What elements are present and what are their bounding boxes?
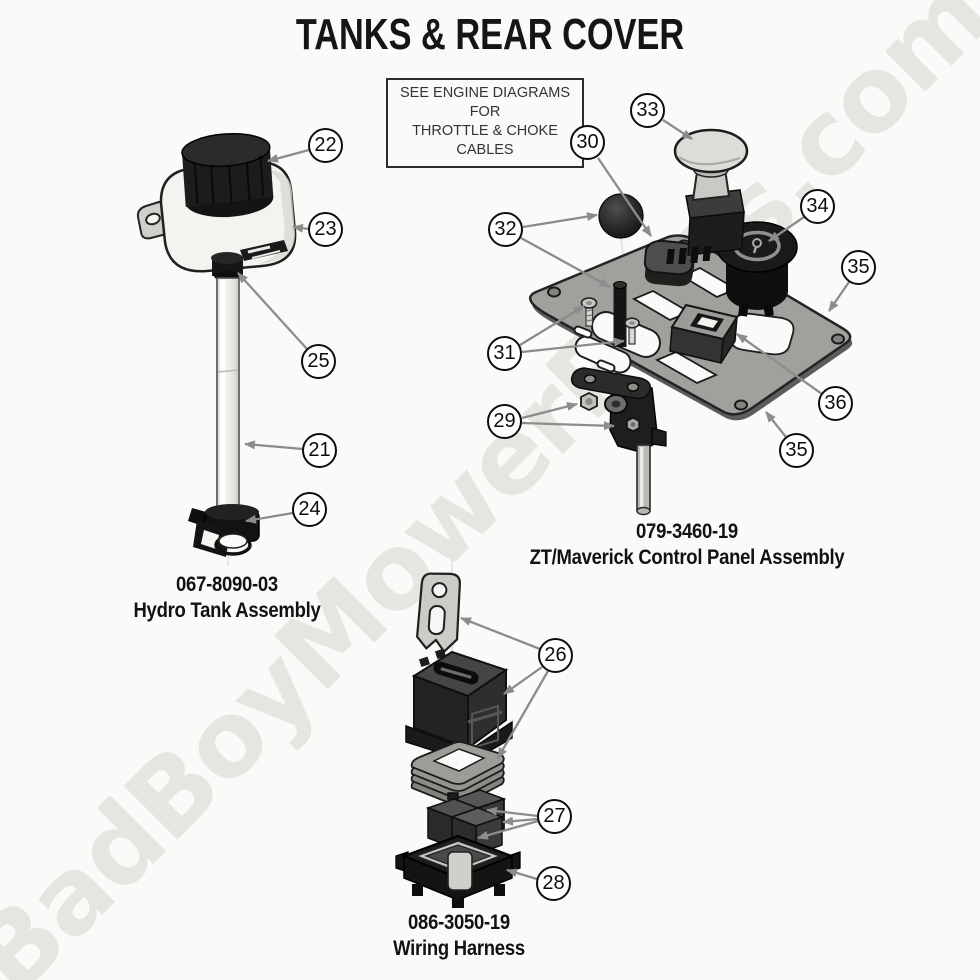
engine-note-line2: THROTTLE & CHOKE CABLES	[412, 123, 558, 159]
callout-arrows	[237, 119, 850, 881]
hydro-tank-drawing	[136, 132, 297, 557]
callout-28[interactable]: 28	[536, 866, 571, 901]
wiring-harness-name: Wiring Harness	[393, 937, 525, 961]
hydro-tank-part-number: 067-8090-03	[176, 573, 278, 596]
callout-25[interactable]: 25	[301, 344, 336, 379]
callout-23[interactable]: 23	[308, 212, 343, 247]
tank-neck	[211, 252, 243, 281]
panel-screws	[580, 297, 640, 345]
callout-22[interactable]: 22	[308, 128, 343, 163]
engine-note-box: SEE ENGINE DIAGRAMS FOR THROTTLE & CHOKE…	[386, 78, 584, 168]
wiring-harness-label: 086-3050-19 Wiring Harness	[327, 910, 591, 963]
ball-knob	[598, 193, 644, 239]
wiring-harness-part-number: 086-3050-19	[408, 911, 510, 934]
callout-29[interactable]: 29	[487, 404, 522, 439]
harness-gasket	[410, 741, 505, 806]
page-title: TANKS & REAR COVER	[295, 10, 685, 59]
control-panel-label: 079-3460-19 ZT/Maverick Control Panel As…	[467, 519, 907, 572]
callout-34[interactable]: 34	[800, 189, 835, 224]
callout-33[interactable]: 33	[630, 93, 665, 128]
callout-36[interactable]: 36	[818, 386, 853, 421]
callout-35-top[interactable]: 35	[841, 250, 876, 285]
harness-base	[395, 834, 521, 908]
choke-control	[669, 303, 739, 364]
control-panel-name: ZT/Maverick Control Panel Assembly	[529, 546, 845, 570]
hydro-tank-name: Hydro Tank Assembly	[133, 599, 321, 623]
pto-switch	[666, 128, 749, 264]
callout-21[interactable]: 21	[302, 433, 337, 468]
callout-32[interactable]: 32	[488, 212, 523, 247]
tank-cap	[181, 132, 274, 218]
harness-bracket	[415, 572, 461, 654]
tank-clamp	[188, 504, 260, 557]
tank-tube	[216, 277, 240, 517]
hydro-tank-label: 067-8090-03 Hydro Tank Assembly	[95, 572, 359, 625]
panel-bracket-assembly	[570, 367, 667, 516]
callout-35-bottom[interactable]: 35	[779, 433, 814, 468]
engine-note-line1: SEE ENGINE DIAGRAMS FOR	[399, 85, 570, 121]
throttle-rod	[613, 281, 627, 347]
callout-30[interactable]: 30	[570, 125, 605, 160]
callout-26[interactable]: 26	[538, 638, 573, 673]
control-panel-part-number: 079-3460-19	[636, 520, 738, 543]
callout-27[interactable]: 27	[537, 799, 572, 834]
callout-24[interactable]: 24	[292, 492, 327, 527]
panel-cutouts	[631, 266, 795, 385]
callout-31[interactable]: 31	[487, 336, 522, 371]
wiring-harness-drawing	[395, 572, 521, 908]
